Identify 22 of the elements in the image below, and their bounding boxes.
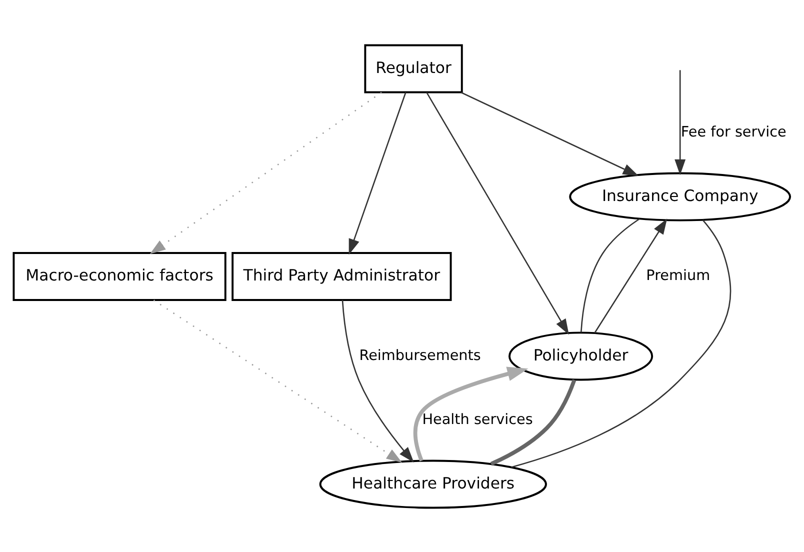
arrow xyxy=(348,92,406,254)
arrow xyxy=(594,218,668,333)
connector xyxy=(490,378,576,466)
arrow xyxy=(150,91,382,254)
arrow xyxy=(460,91,639,176)
connector xyxy=(511,219,732,468)
node-ellipse: Insurance Company xyxy=(569,172,792,221)
arrow xyxy=(426,92,569,334)
arrow xyxy=(413,366,528,461)
connector xyxy=(580,218,640,332)
node-ellipse: Healthcare Providers xyxy=(319,459,547,508)
node-box: Regulator xyxy=(364,44,463,93)
arrow xyxy=(342,300,414,462)
node-box: Macro-economic factors xyxy=(12,252,226,300)
arrow xyxy=(153,299,402,462)
edge-label: Reimbursements xyxy=(359,347,481,364)
edge-label: Health services xyxy=(422,411,533,428)
arrow xyxy=(674,70,686,175)
edge-label: Fee for service xyxy=(680,124,786,140)
edge-label: Premium xyxy=(646,268,710,284)
node-ellipse: Policyholder xyxy=(508,331,654,380)
node-box: Third Party Administrator xyxy=(232,252,452,300)
